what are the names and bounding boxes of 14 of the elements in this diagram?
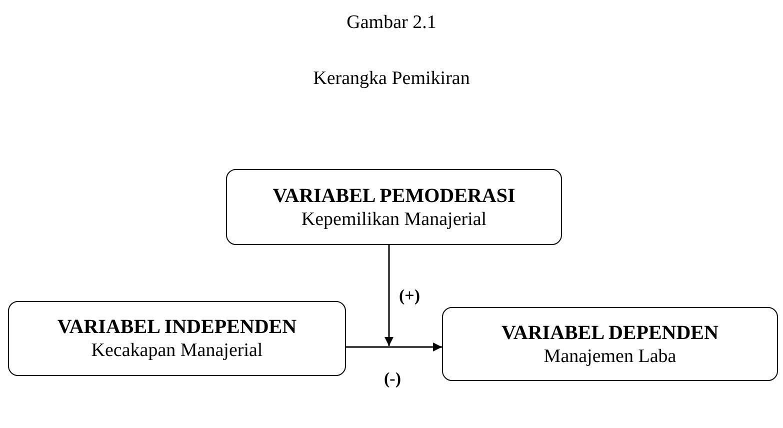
variable-name: Kepemilikan Manajerial [301,208,487,230]
variable-heading: VARIABEL INDEPENDEN [57,315,297,339]
edge-label: (-) [384,369,401,389]
variable-heading: VARIABEL PEMODERASI [272,184,516,208]
variable-name: Kecakapan Manajerial [91,339,263,362]
figure-title: Gambar 2.1 [346,12,438,34]
variable-box [8,301,346,376]
variable-box [442,307,778,381]
variable-name: Manajemen Laba [544,344,676,368]
figure-subtitle: Kerangka Pemikiran [312,68,471,90]
variable-box [226,169,562,245]
variable-heading: VARIABEL DEPENDEN [502,320,718,344]
arrow [346,342,442,352]
arrow [384,245,394,346]
